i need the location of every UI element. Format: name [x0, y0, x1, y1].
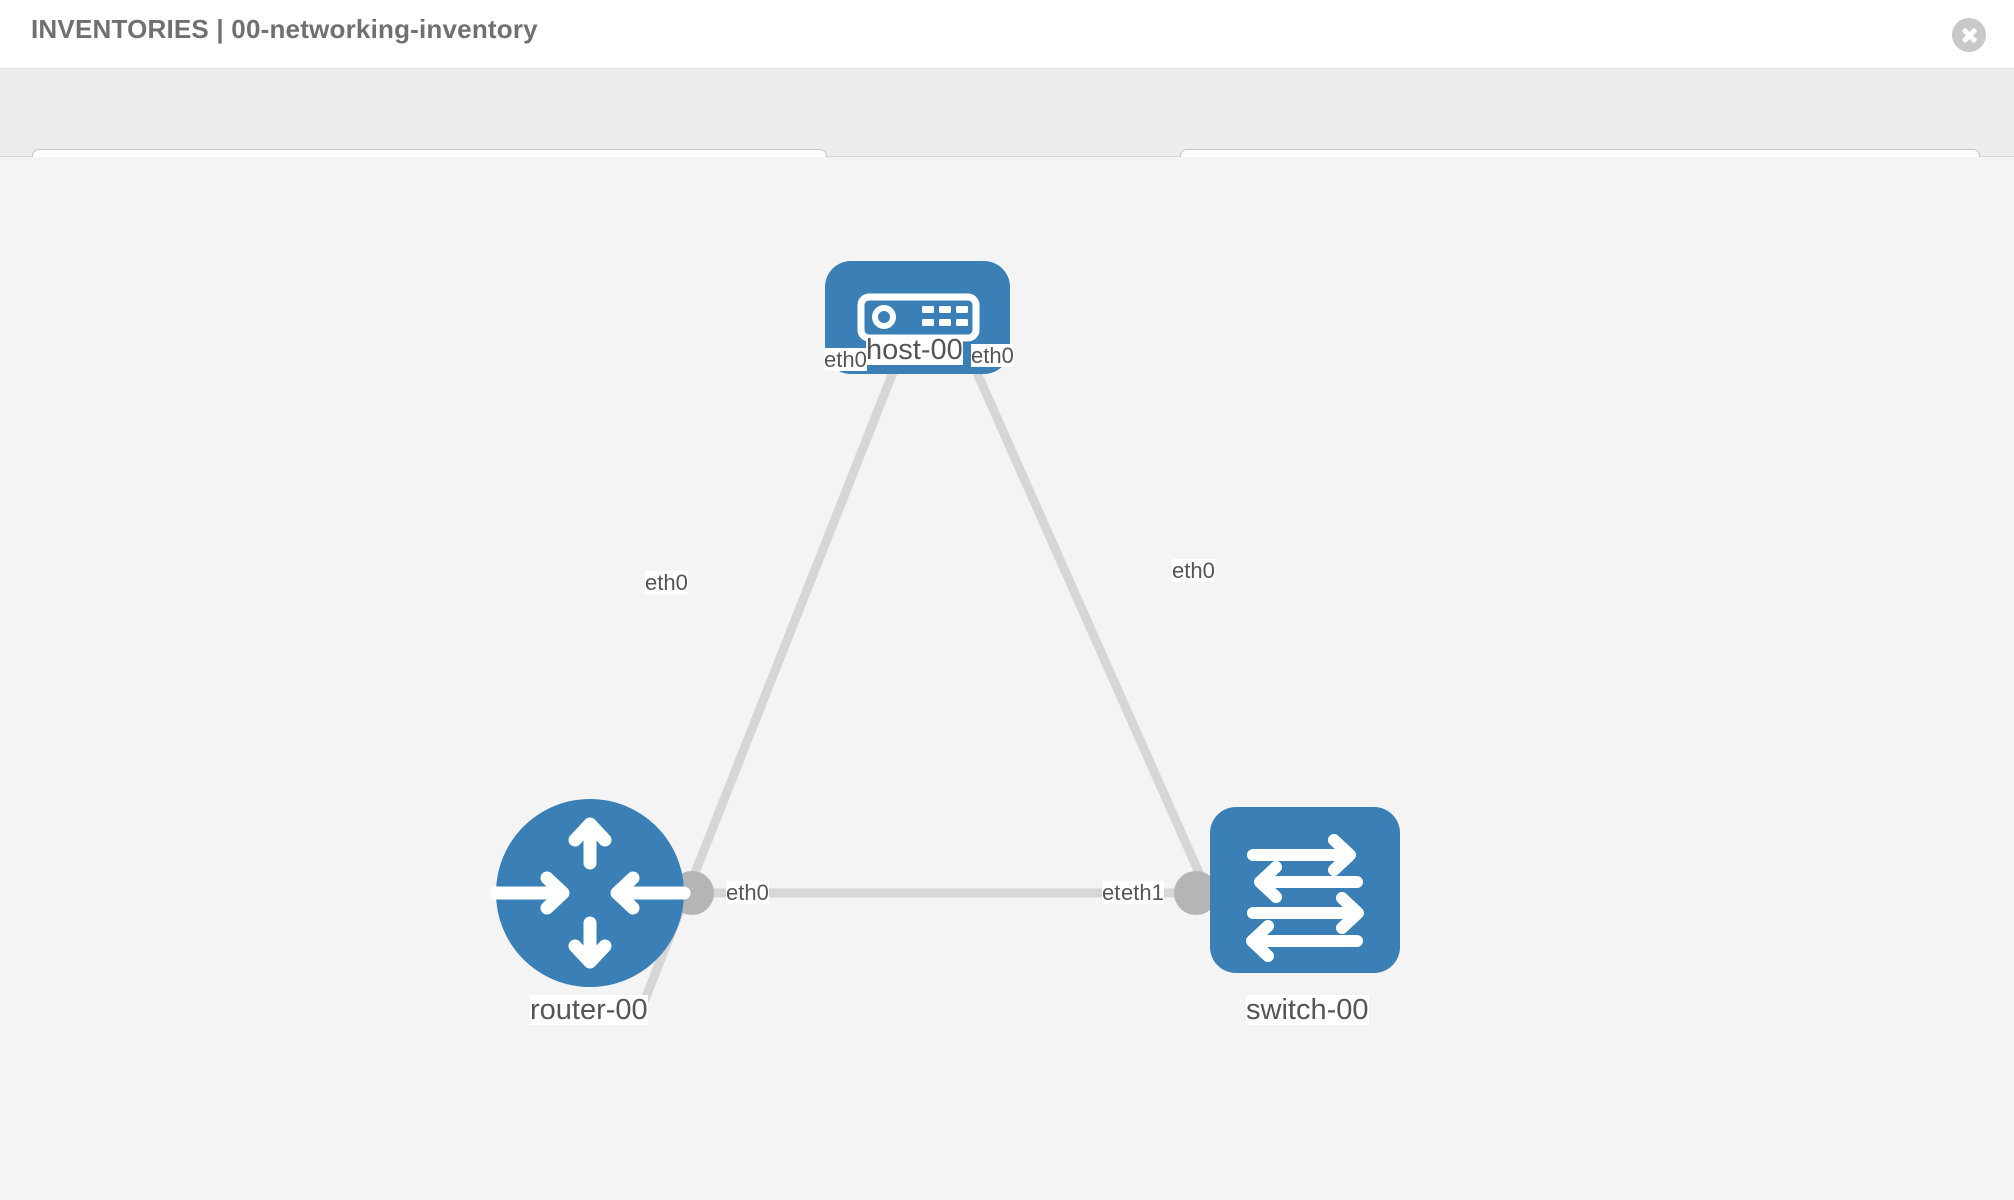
port-label: eth0 [645, 570, 688, 595]
node-label-host-00: host-00 [866, 334, 963, 366]
node-label-router-00: router-00 [530, 994, 648, 1026]
close-icon[interactable] [1952, 18, 1986, 52]
port-label: eth0 [824, 347, 867, 372]
port-label: eth0 [971, 343, 1014, 368]
topology-links [633, 335, 1237, 1019]
port-label: eth0 [1172, 558, 1215, 583]
topology-ports [670, 318, 1254, 915]
node-switch-00 [1210, 807, 1400, 973]
link-host-switch [957, 337, 1237, 949]
node-router-00 [489, 799, 691, 987]
port-label: eth0 [726, 880, 769, 905]
port-label: eth1 [1121, 880, 1164, 905]
page-title: INVENTORIES | 00-networking-inventory [31, 14, 538, 44]
switch-icon [1246, 834, 1364, 962]
toolbar: ACTIONS SEARCH [0, 68, 2014, 203]
node-label-switch-00: switch-00 [1246, 994, 1369, 1026]
page-header: INVENTORIES | 00-networking-inventory [0, 0, 2014, 68]
topology-canvas[interactable]: eth0 host-00 eth0 eth0 eth0 eth0 eth eth… [0, 157, 2014, 1200]
port-circle-switch-west [1174, 871, 1218, 915]
topology-graph [489, 261, 1400, 1019]
router-icon [489, 817, 691, 969]
